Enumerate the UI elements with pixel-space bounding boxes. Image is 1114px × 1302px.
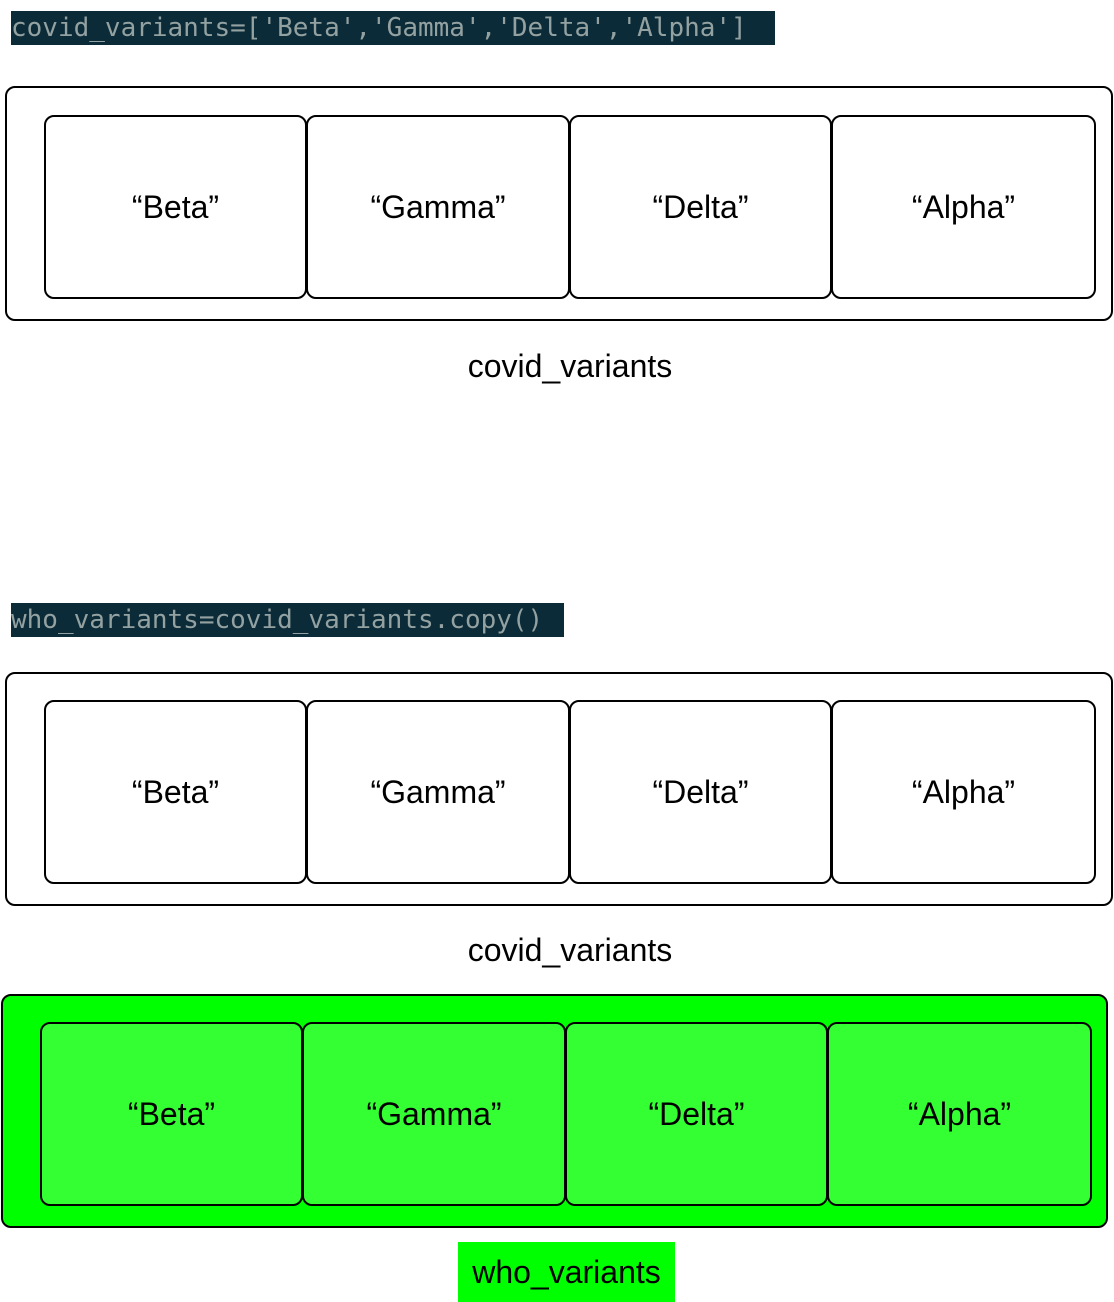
list-element: “Alpha” xyxy=(831,700,1096,884)
list-element: “Beta” xyxy=(44,115,307,299)
list-element: “Alpha” xyxy=(831,115,1096,299)
list-element: “Gamma” xyxy=(306,700,570,884)
list-caption-covid-variants: covid_variants xyxy=(467,348,673,384)
list-caption-covid-variants-after-copy: covid_variants xyxy=(467,932,673,968)
list-element: “Gamma” xyxy=(302,1022,566,1206)
list-container-who-variants: “Beta” “Gamma” “Delta” “Alpha” xyxy=(1,994,1108,1228)
list-element: “Delta” xyxy=(569,115,832,299)
list-container-covid-variants: “Beta” “Gamma” “Delta” “Alpha” xyxy=(5,86,1113,321)
code-line-list-assignment: covid_variants=['Beta','Gamma','Delta','… xyxy=(11,11,775,45)
list-element: “Gamma” xyxy=(306,115,570,299)
list-element: “Delta” xyxy=(569,700,832,884)
list-element: “Beta” xyxy=(44,700,307,884)
list-element: “Delta” xyxy=(565,1022,828,1206)
list-element: “Beta” xyxy=(40,1022,303,1206)
list-caption-who-variants: who_variants xyxy=(458,1242,675,1302)
list-element: “Alpha” xyxy=(827,1022,1092,1206)
list-container-covid-variants-after-copy: “Beta” “Gamma” “Delta” “Alpha” xyxy=(5,672,1113,906)
code-line-copy: who_variants=covid_variants.copy() xyxy=(11,603,564,637)
